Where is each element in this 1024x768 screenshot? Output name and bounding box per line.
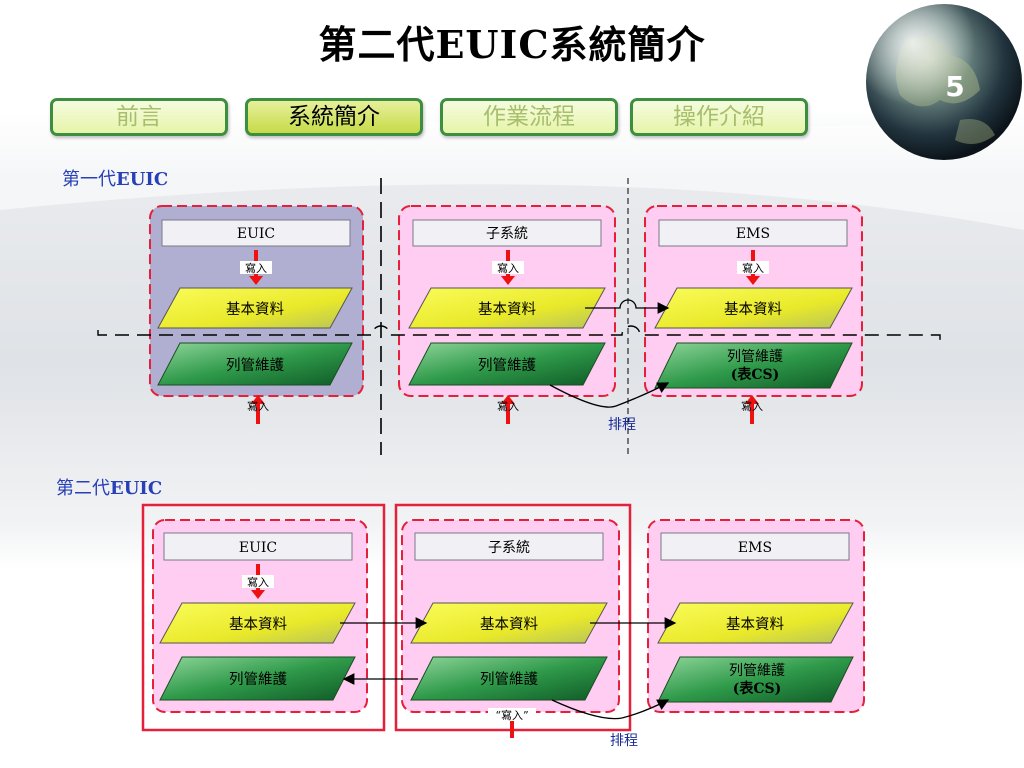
gen1-write-label-bg-3 — [737, 261, 769, 274]
tab-workflow[interactable]: 作業流程 — [440, 98, 618, 136]
gen2-euic-container — [141, 503, 386, 732]
tab-introduction[interactable]: 前言 — [50, 98, 228, 136]
gen2-euic-maintenance-text: 列管維護 — [229, 671, 287, 688]
gen1-subsystem-basic-data — [408, 287, 606, 329]
gen2-write-label-bg-1 — [242, 575, 274, 588]
gen1-write-label-1: 寫入 — [245, 261, 267, 275]
gen1-write-label-bg-1 — [240, 261, 272, 274]
gen1-euic-header — [161, 219, 351, 247]
gen1-ems-basic-data-text: 基本資料 — [724, 301, 782, 318]
gen1-write-in-arrows-bottom — [251, 395, 759, 424]
gen2-euic-maintenance — [159, 656, 356, 701]
gen2-subsystem-header — [414, 532, 604, 561]
gen1-ems-maintenance — [654, 342, 853, 389]
gen2-euic-basic-data — [159, 602, 356, 644]
gen1-ems-maintenance-text-2: (表CS) — [731, 366, 780, 383]
gen1-subsystem-maintenance — [408, 342, 606, 386]
gen1-subsystem-basic-data-text: 基本資料 — [478, 301, 536, 318]
gen2-euic-header — [163, 532, 353, 561]
gen2-subsystem-panel-outline — [401, 519, 620, 713]
gen1-schedule-label: 排程 — [608, 417, 636, 433]
gen1-ems-basic-data — [654, 287, 853, 329]
gen1-write-label-3: 寫入 — [742, 261, 764, 275]
gen2-euic-header-text: EUIC — [239, 540, 277, 556]
gen2-schedule-arrow — [551, 699, 670, 720]
gen1-euic-header-text: EUIC — [237, 226, 275, 242]
gen1-euic-panel-outline — [149, 205, 364, 397]
gen1-euic-maintenance-text: 列管維護 — [226, 357, 284, 374]
gen1-ems-maintenance-text-1: 列管維護 — [727, 349, 783, 365]
gen2-ems-panel-outline — [647, 519, 865, 713]
gen2-ems-maintenance — [657, 656, 854, 703]
gen1-ems-header-text: EMS — [736, 226, 770, 242]
gen1-write-label-4: 寫入 — [247, 399, 269, 413]
gen1-basic-data-arrow — [585, 299, 670, 314]
gen2-write-label-2: “寫入” — [495, 708, 528, 722]
gen2-write-label-1: 寫入 — [247, 575, 269, 589]
gen2-subsystem-maintenance-text: 列管維護 — [480, 671, 538, 688]
gen2-ems-maintenance-text-2: (表CS) — [733, 680, 782, 697]
gen1-euic-basic-data — [157, 287, 353, 329]
gen1-schedule-arrow — [549, 382, 670, 408]
gen1-euic-basic-data-text: 基本資料 — [226, 301, 284, 318]
gen2-euic-panel-outline — [152, 519, 368, 713]
tab-system-overview[interactable]: 系統簡介 — [245, 98, 423, 136]
gen2-ems-header-text: EMS — [738, 540, 772, 556]
gen2-subsystem-basic-data-text: 基本資料 — [480, 616, 538, 633]
gen2-label: 第二代EUIC — [56, 478, 163, 499]
gen2-ems-header — [660, 532, 850, 561]
gen2-write-label-bg-2 — [488, 708, 536, 721]
gen2-ems-basic-data — [657, 602, 854, 644]
gen1-label: 第一代EUIC — [62, 169, 169, 190]
gen2-subsystem-basic-data — [410, 602, 608, 644]
gen1-write-label-5: 寫入 — [497, 399, 519, 413]
gen1-write-label-bg-2 — [492, 261, 524, 274]
gen2-euic-basic-data-text: 基本資料 — [229, 616, 287, 633]
gen1-subsystem-header — [412, 219, 602, 247]
gen1-euic-maintenance — [157, 342, 353, 386]
globe-icon — [866, 4, 1022, 160]
gen1-subsystem-panel-outline — [398, 205, 616, 397]
gen1-horizontal-divider — [97, 325, 941, 340]
gen1-write-label-2: 寫入 — [497, 261, 519, 275]
gen2-ems-basic-data-text: 基本資料 — [726, 616, 784, 633]
gen2-subsystem-header-text: 子系統 — [488, 540, 530, 556]
page-number: 5 — [945, 70, 965, 103]
tab-operation[interactable]: 操作介紹 — [630, 98, 808, 136]
gen2-subsystem-maintenance — [410, 656, 608, 701]
gen2-schedule-label: 排程 — [610, 733, 638, 749]
gen1-write-label-6: 寫入 — [741, 399, 763, 413]
gen2-ems-maintenance-text-1: 列管維護 — [729, 663, 785, 679]
gen1-ems-header — [658, 219, 848, 247]
gen1-ems-panel-outline — [644, 205, 863, 397]
gen1-subsystem-maintenance-text: 列管維護 — [478, 357, 536, 374]
gen1-subsystem-header-text: 子系統 — [486, 226, 528, 242]
page-title: 第二代EUIC系統簡介 — [318, 22, 706, 67]
